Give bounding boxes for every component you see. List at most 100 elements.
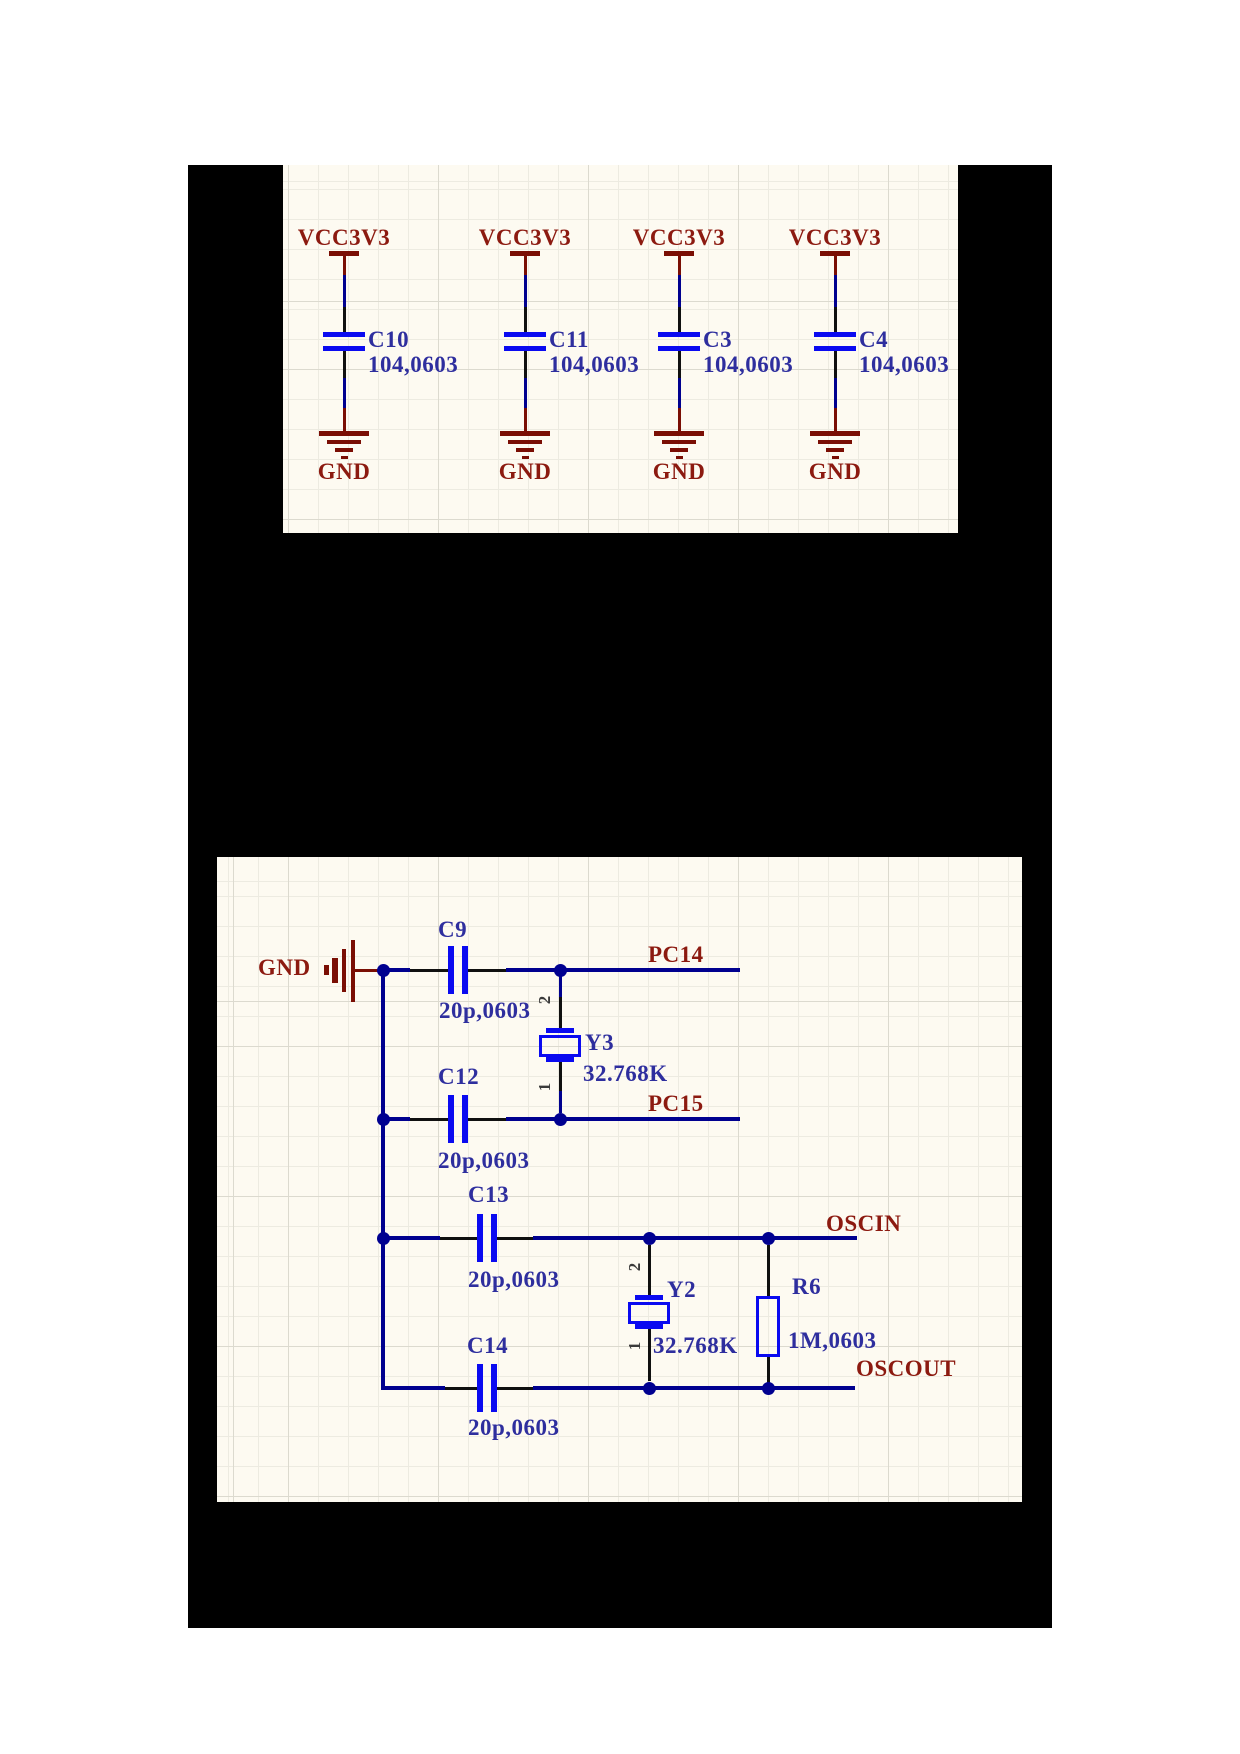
power-net-label: VCC3V3 [297, 225, 391, 250]
ground-net-label: GND [258, 955, 311, 980]
crystal-symbol [539, 1035, 581, 1057]
wire [383, 1117, 410, 1121]
junction-dot [376, 1112, 390, 1126]
pin-wire [497, 1236, 533, 1240]
ref-designator: R6 [792, 1274, 822, 1299]
junction-dot [376, 963, 390, 977]
ref-designator: C3 [703, 327, 733, 352]
junction-dot [642, 1381, 656, 1395]
power-net-label: VCC3V3 [478, 225, 572, 250]
ground-symbol [342, 949, 346, 992]
net-wire [560, 968, 740, 972]
pin-wire [558, 1062, 562, 1091]
pin-number: 1 [625, 1341, 644, 1351]
junction-dot [553, 1112, 567, 1126]
ref-designator: C13 [468, 1182, 510, 1207]
power-rail-symbol [329, 251, 359, 256]
ref-designator: C4 [859, 327, 889, 352]
value-label: 20p,0603 [438, 1148, 530, 1173]
crystal-symbol [635, 1295, 663, 1300]
capacitor-symbol [814, 346, 856, 351]
capacitor-symbol [448, 1095, 454, 1143]
ground-symbol [508, 439, 542, 444]
pin-wire [647, 1329, 651, 1381]
ground-symbol [831, 455, 839, 459]
net-label: OSCOUT [856, 1356, 957, 1381]
crystal-symbol [546, 1057, 574, 1062]
pin-wire [677, 351, 681, 378]
capacitor-symbol [462, 1095, 468, 1143]
wire [833, 275, 837, 307]
ref-designator: C14 [467, 1333, 509, 1358]
pin-wire [468, 1117, 506, 1121]
value-label: 104,0603 [859, 352, 950, 377]
capacitor-symbol [658, 346, 700, 351]
ref-designator: C9 [438, 917, 468, 942]
pin-wire [766, 1357, 770, 1388]
capacitor-symbol [477, 1214, 483, 1262]
ground-symbol [810, 431, 860, 436]
power-rail-symbol [664, 251, 694, 256]
wire [677, 408, 681, 432]
pin-number: 2 [535, 995, 554, 1005]
pin-wire [342, 351, 346, 378]
capacitor-symbol [462, 946, 468, 994]
wire [383, 1386, 445, 1390]
pin-wire [440, 1236, 477, 1240]
net-wire [768, 1236, 857, 1240]
value-label: 20p,0603 [468, 1415, 560, 1440]
ground-net-label: GND [652, 459, 706, 484]
ground-symbol [662, 439, 696, 444]
net-label: PC15 [648, 1091, 704, 1116]
ref-designator: Y3 [585, 1030, 615, 1055]
wire [533, 1236, 649, 1240]
power-net-label: VCC3V3 [788, 225, 882, 250]
ground-symbol [332, 958, 338, 983]
top-schematic-panel: VCC3V3 GND C10 104,0603 VCC3V3 GND C [283, 165, 958, 533]
pin-wire [647, 1244, 651, 1295]
wire [342, 378, 346, 408]
ground-symbol [675, 455, 683, 459]
wire [677, 255, 681, 275]
pin-wire [677, 307, 681, 333]
capacitor-symbol [491, 1214, 497, 1262]
value-label: 20p,0603 [439, 998, 531, 1023]
ground-symbol [516, 447, 534, 452]
power-rail-symbol [510, 251, 540, 256]
ground-symbol [521, 455, 529, 459]
ground-symbol [324, 965, 329, 975]
capacitor-symbol [323, 332, 365, 337]
wire [649, 1386, 768, 1390]
ref-designator: C12 [438, 1064, 480, 1089]
resistor-symbol [756, 1296, 780, 1357]
value-label: 1M,0603 [788, 1328, 877, 1353]
capacitor-symbol [477, 1364, 483, 1412]
ground-symbol [335, 447, 353, 452]
value-label: 32.768K [653, 1333, 738, 1358]
ground-net-label: GND [808, 459, 862, 484]
pin-wire [523, 351, 527, 378]
pin-wire [410, 968, 448, 972]
junction-dot [761, 1231, 775, 1245]
wire [558, 975, 562, 997]
wire [523, 408, 527, 432]
ground-symbol [500, 431, 550, 436]
wire [677, 275, 681, 307]
pin-wire [766, 1244, 770, 1296]
pin-number: 2 [625, 1262, 644, 1272]
capacitor-symbol [491, 1364, 497, 1412]
wire [342, 275, 346, 307]
junction-dot [376, 1231, 390, 1245]
pin-wire [523, 307, 527, 333]
wire [649, 1236, 768, 1240]
wire [833, 408, 837, 432]
wire [833, 378, 837, 408]
wire [833, 255, 837, 275]
ground-symbol [670, 447, 688, 452]
capacitor-symbol [504, 332, 546, 337]
capacitor-symbol [448, 946, 454, 994]
wire [677, 378, 681, 408]
net-wire [560, 1117, 740, 1121]
wire [523, 275, 527, 307]
pin-wire [833, 307, 837, 333]
